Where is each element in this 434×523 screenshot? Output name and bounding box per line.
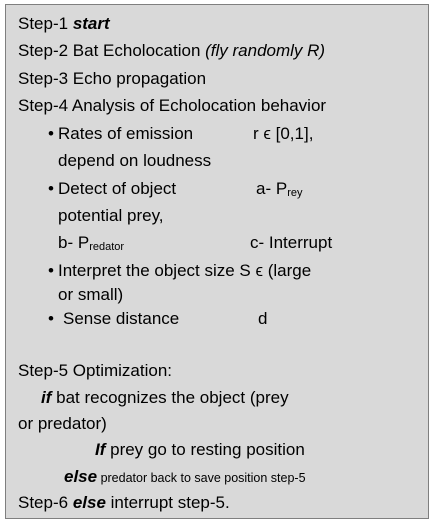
bullet-icon: • xyxy=(48,261,54,280)
predator-subscript: redator xyxy=(89,241,125,253)
else-keyword-2: else xyxy=(72,493,106,512)
step-6-label: Step-6 xyxy=(18,493,73,512)
step-1-start: start xyxy=(72,14,110,33)
step-6-text: interrupt step-5. xyxy=(105,493,230,512)
step-5: Step-5 Optimization: xyxy=(18,361,173,380)
depend-on-loudness: depend on loudness xyxy=(58,151,212,170)
step-3: Step-3 Echo propagation xyxy=(18,69,207,88)
if-prey: If prey go to resting position xyxy=(95,440,305,460)
predator-item: b- Predator xyxy=(58,233,124,257)
step-2-fly-randomly: (fly randomly R) xyxy=(205,41,326,60)
predator-label: b- P xyxy=(58,233,90,252)
if-condition: if bat recognizes the object (prey xyxy=(41,388,289,408)
rates-of-emission: Rates of emission xyxy=(58,124,194,143)
algorithm-box xyxy=(5,4,429,519)
prey-subscript: rey xyxy=(287,187,303,199)
if-prey-text: prey go to resting position xyxy=(105,440,305,459)
step-2: Step-2 Bat Echolocation (fly randomly R) xyxy=(18,41,325,61)
prey-label: a- P xyxy=(256,179,288,198)
rate-range: r ϵ [0,1], xyxy=(253,124,314,143)
potential-prey: potential prey, xyxy=(58,206,164,225)
bullet-icon: • xyxy=(48,179,54,198)
prey-item: a- Prey xyxy=(256,179,302,203)
step-6: Step-6 else interrupt step-5. xyxy=(18,493,230,513)
step-2-label: Step-2 Bat Echolocation xyxy=(18,41,206,60)
step-1-label: Step-1 xyxy=(18,14,73,33)
else-keyword: else xyxy=(64,467,98,486)
if-condition-text: bat recognizes the object (prey xyxy=(51,388,289,407)
large-or-small: or small) xyxy=(58,285,124,304)
step-4: Step-4 Analysis of Echolocation behavior xyxy=(18,96,327,115)
sense-distance: Sense distance xyxy=(63,309,180,328)
if-keyword-2: If xyxy=(95,440,106,459)
or-predator: or predator) xyxy=(18,414,107,433)
bullet-icon: • xyxy=(48,124,54,143)
step-1: Step-1 start xyxy=(18,14,110,34)
if-keyword: if xyxy=(41,388,52,407)
interrupt-item: c- Interrupt xyxy=(250,233,333,252)
interpret-object-size: Interpret the object size S ϵ (large xyxy=(58,261,312,280)
detect-of-object: Detect of object xyxy=(58,179,177,198)
distance-d: d xyxy=(258,309,268,328)
else-predator: else predator back to save position step… xyxy=(64,467,306,488)
bullet-icon: • xyxy=(48,309,54,328)
else-predator-text: predator back to save position step-5 xyxy=(97,471,306,485)
